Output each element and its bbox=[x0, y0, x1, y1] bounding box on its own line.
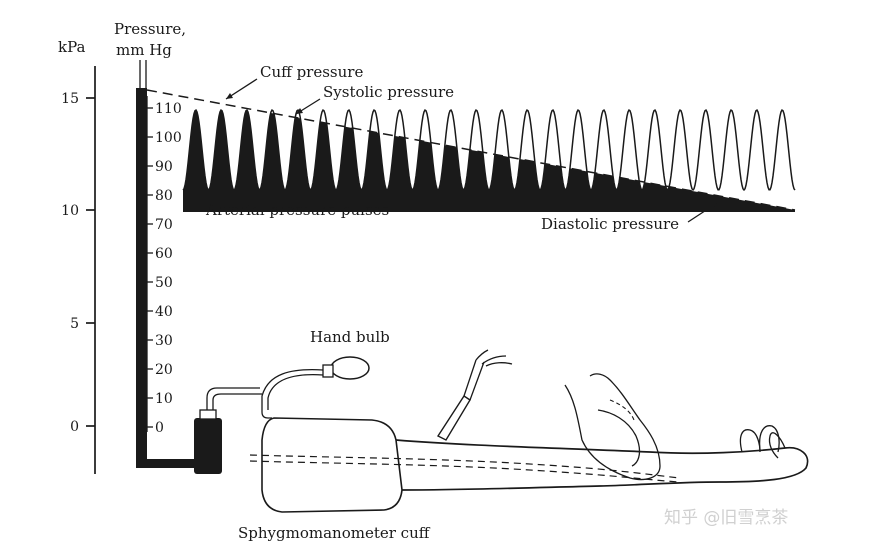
patient-finger bbox=[739, 429, 761, 453]
mmhg-tick-label: 40 bbox=[155, 304, 173, 320]
systolic-pressure-label: Systolic pressure bbox=[323, 83, 454, 101]
brachial-artery-line bbox=[249, 460, 681, 483]
reservoir-cap bbox=[199, 409, 217, 420]
pulse-waveform bbox=[182, 109, 796, 192]
patient-finger bbox=[758, 425, 780, 453]
bulb-tube bbox=[267, 374, 324, 410]
arm-outline bbox=[395, 439, 809, 491]
stethoscope-tube bbox=[463, 359, 477, 397]
hand-bulb bbox=[330, 356, 370, 380]
mmhg-tick-label: 60 bbox=[155, 246, 173, 262]
stethoscope-tube bbox=[481, 355, 507, 365]
stethoscope-tube bbox=[475, 349, 489, 361]
mmhg-label: mm Hg bbox=[116, 41, 172, 59]
kpa-tick-label: 10 bbox=[61, 203, 79, 219]
examiner-finger bbox=[597, 409, 641, 467]
diastolic-pressure-label: Diastolic pressure bbox=[541, 215, 679, 233]
mmhg-tick-label: 30 bbox=[155, 333, 173, 349]
stethoscope-tube bbox=[485, 362, 513, 367]
kpa-tick-label: 0 bbox=[70, 419, 79, 435]
arrowhead-icon bbox=[710, 203, 717, 209]
stethoscope-tube bbox=[469, 361, 485, 401]
mercury-column bbox=[136, 88, 147, 468]
mmhg-tick-label: 80 bbox=[155, 188, 173, 204]
pressure-label: Pressure, bbox=[114, 20, 186, 38]
sphygmomanometer-cuff bbox=[261, 417, 403, 513]
watermark: 知乎 @旧雪烹茶 bbox=[664, 507, 788, 528]
reservoir-tube bbox=[212, 393, 262, 410]
examiner-finger-crease bbox=[609, 399, 635, 421]
mmhg-tick-label: 110 bbox=[155, 101, 182, 117]
brachial-artery-line bbox=[249, 454, 681, 479]
manometer-base-tube bbox=[136, 459, 198, 468]
stethoscope-chestpiece bbox=[436, 395, 471, 441]
mmhg-tick-label: 90 bbox=[155, 159, 173, 175]
mmhg-tick-label: 0 bbox=[155, 420, 164, 436]
kpa-axis-label: kPa bbox=[58, 38, 86, 56]
cuff-label: Sphygmomanometer cuff bbox=[238, 524, 431, 542]
arrowhead-icon bbox=[296, 108, 303, 114]
kpa-ticks: 15 10 5 0 bbox=[61, 91, 95, 435]
patient-finger bbox=[768, 432, 786, 459]
arterial-pulses-label: Arterial pressure pulses bbox=[205, 201, 389, 219]
stethoscope bbox=[436, 349, 513, 441]
kpa-tick-label: 5 bbox=[70, 316, 79, 332]
kpa-tick-label: 15 bbox=[61, 91, 79, 107]
mmhg-tick-label: 100 bbox=[155, 130, 182, 146]
bulb-valve bbox=[322, 364, 334, 378]
examiner-hand bbox=[564, 373, 661, 481]
arrowhead-icon bbox=[226, 93, 233, 99]
mmhg-tick-label: 10 bbox=[155, 391, 173, 407]
pulse-fill bbox=[183, 110, 795, 212]
bulb-tube bbox=[261, 368, 324, 419]
hand-bulb-label: Hand bulb bbox=[310, 328, 390, 346]
mmhg-tick-label: 20 bbox=[155, 362, 173, 378]
mmhg-tick-label: 50 bbox=[155, 275, 173, 291]
mercury-reservoir bbox=[194, 418, 222, 474]
mmhg-tick-label: 70 bbox=[155, 217, 173, 233]
cuff-pressure-label: Cuff pressure bbox=[260, 63, 363, 81]
reservoir-tube bbox=[206, 387, 260, 410]
arterial-pressure-pulses bbox=[182, 109, 796, 212]
